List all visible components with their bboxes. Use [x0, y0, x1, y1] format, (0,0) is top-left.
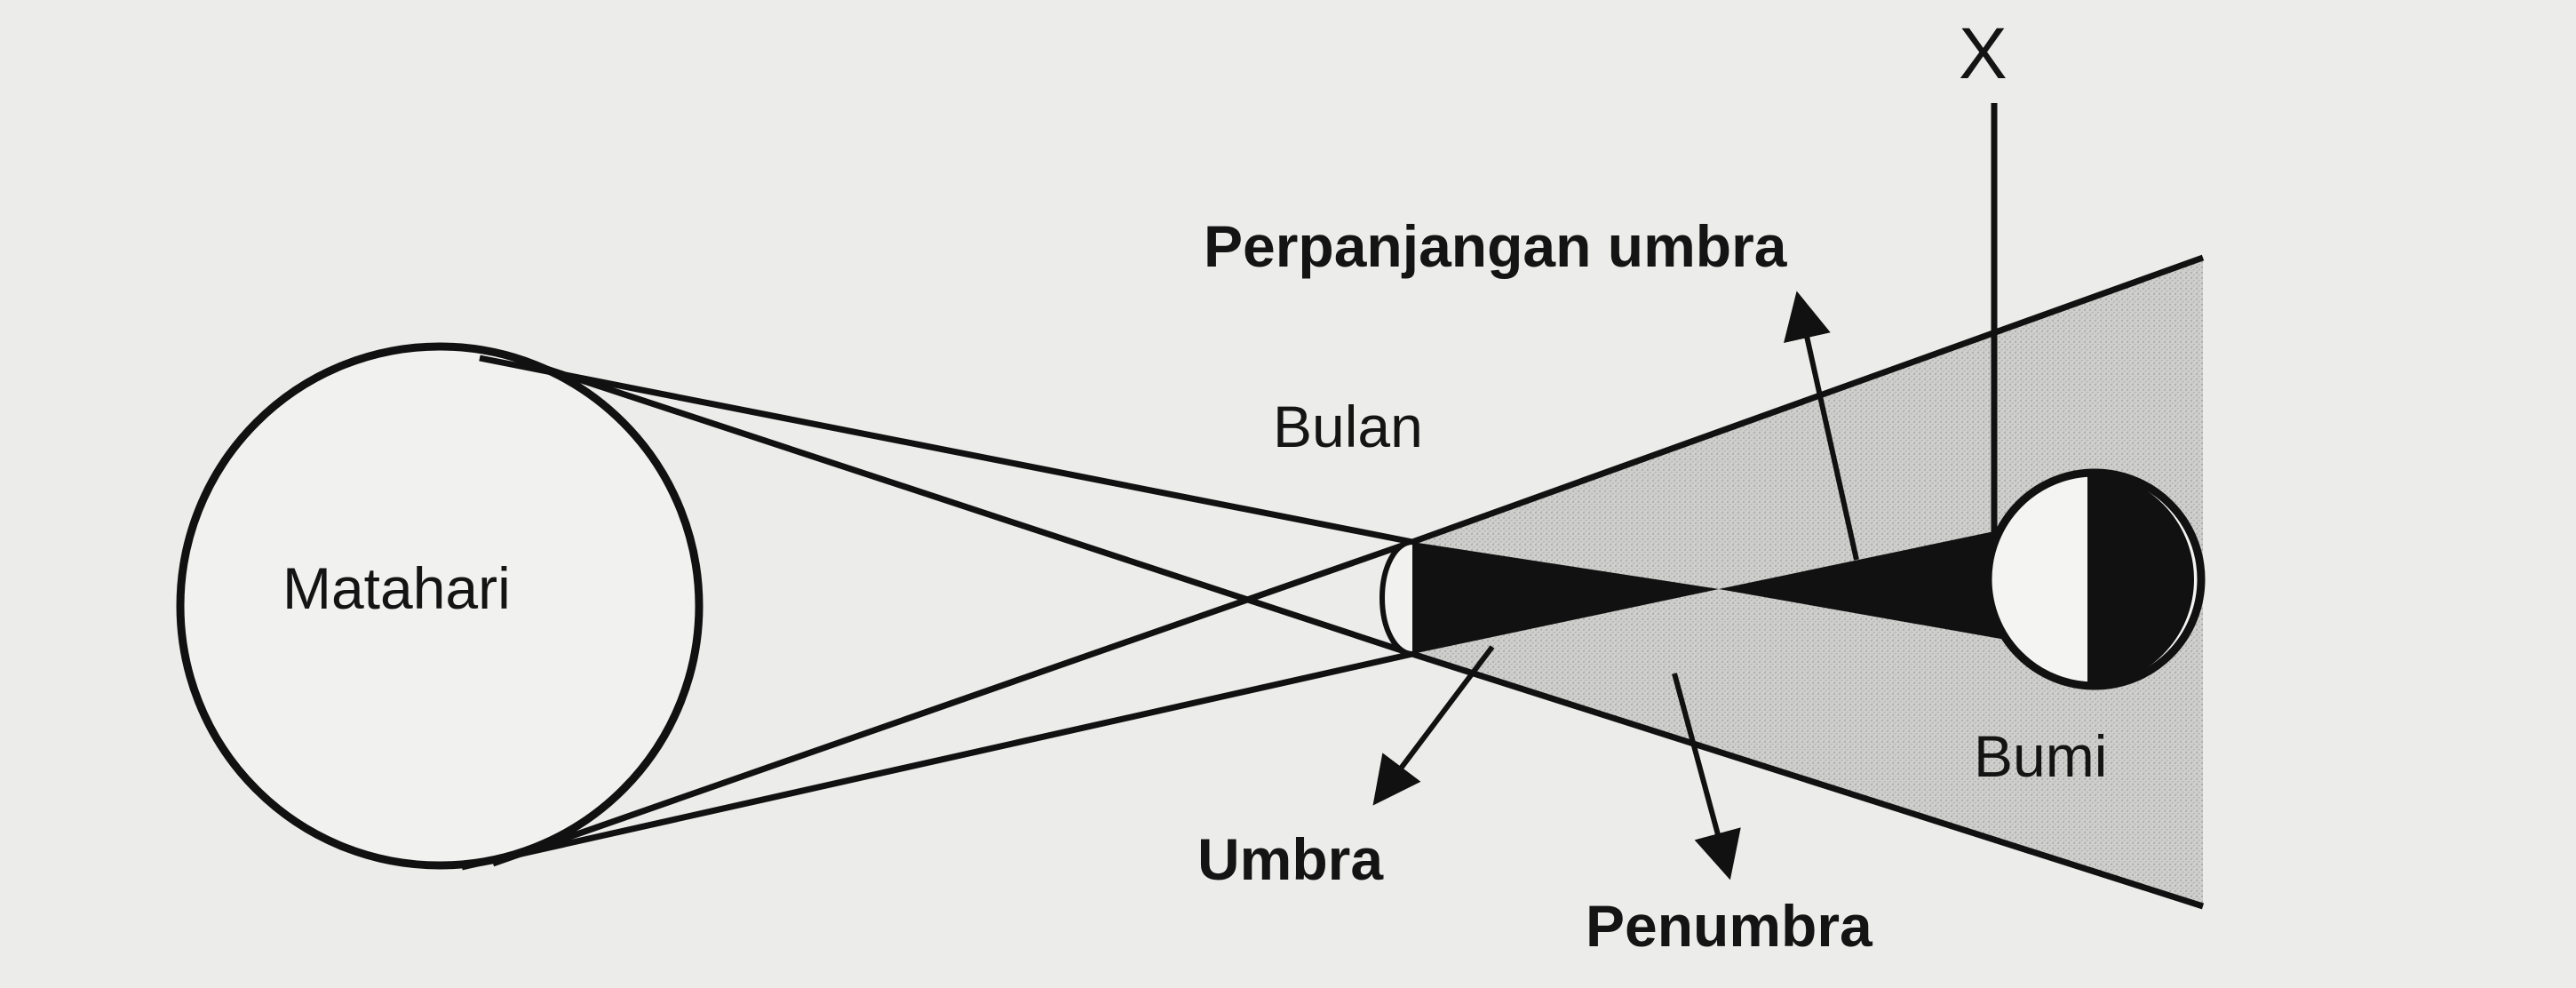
ray-bottom-to-top: [491, 538, 1414, 867]
ray-top-to-bottom: [531, 361, 1414, 657]
earth: [1984, 468, 2206, 690]
arrow-umbra: [1372, 645, 1495, 806]
label-earth: Bumi: [1974, 723, 2107, 789]
ray-bottom-to-bottom: [461, 650, 1413, 871]
light-rays: [461, 355, 1414, 871]
penumbra-upper-edge: [1411, 254, 2205, 546]
arrow-umbra-extension: [1784, 291, 1859, 561]
label-penumbra: Penumbra: [1586, 893, 1873, 959]
umbra-extension-region: [1719, 531, 2006, 640]
label-umbra-extension: Perpanjangan umbra: [1204, 213, 1788, 279]
sun: [176, 342, 704, 870]
label-sun: Matahari: [282, 555, 511, 621]
label-umbra: Umbra: [1197, 826, 1384, 892]
pointer-arrows: [1372, 291, 1859, 880]
label-moon: Bulan: [1273, 394, 1423, 459]
label-marker-x: X: [1959, 13, 2008, 94]
umbra-region: [1412, 542, 1719, 654]
moon: [1379, 539, 1435, 657]
penumbra-lower-edge: [1411, 650, 2205, 910]
ray-top-to-top: [479, 355, 1413, 546]
penumbra-boundaries: [1411, 254, 2205, 910]
arrow-penumbra: [1672, 673, 1741, 880]
